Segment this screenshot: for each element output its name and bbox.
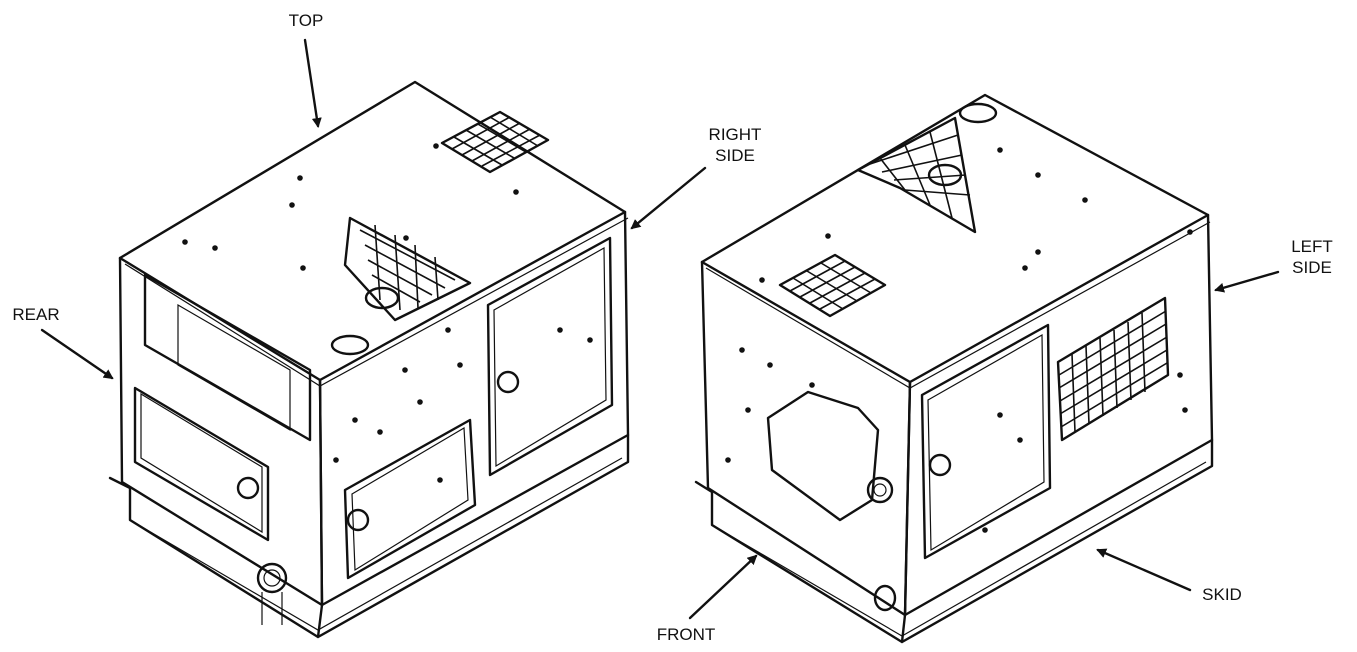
front-port	[866, 476, 894, 504]
top-cap-right	[958, 102, 998, 124]
arrow-skid	[1096, 548, 1192, 592]
exhaust-outlet	[256, 562, 288, 594]
control-recess	[143, 273, 312, 442]
callout-arrows	[40, 38, 1280, 620]
arrow-rear	[40, 328, 114, 380]
label-top: TOP	[283, 10, 329, 31]
arrow-right-side	[630, 166, 707, 230]
arrow-left-side	[1214, 270, 1280, 293]
rivets-right	[725, 147, 1193, 533]
right-side-door-2	[343, 418, 477, 580]
top-grille-right-b	[856, 116, 977, 234]
right-side-face	[318, 210, 630, 607]
label-skid-text: SKID	[1202, 585, 1242, 604]
top-cap-left	[330, 334, 370, 356]
rear-face	[118, 256, 324, 607]
arrow-top	[303, 38, 322, 128]
left-side-door	[920, 323, 1052, 560]
top-grille-left-a	[440, 110, 550, 174]
front-cover-plate	[766, 390, 880, 522]
top-grille-left-b	[343, 216, 472, 322]
label-front: FRONT	[646, 624, 726, 645]
enclosure-front-left-view	[694, 93, 1214, 644]
rivets-left	[182, 143, 593, 483]
label-rear-text: REAR	[12, 305, 60, 324]
rear-access-door	[133, 386, 270, 542]
label-top-text: TOP	[288, 11, 324, 30]
skid-base-left	[108, 433, 630, 639]
label-right-side-line2: SIDE	[715, 146, 755, 165]
front-face	[700, 260, 912, 617]
label-left-side: LEFT SIDE	[1282, 236, 1342, 278]
label-right-side: RIGHT SIDE	[690, 124, 780, 166]
right-side-door-1	[486, 236, 614, 477]
left-side-face	[903, 213, 1214, 617]
label-left-side-line1: LEFT	[1291, 237, 1333, 256]
label-rear: REAR	[6, 304, 66, 325]
top-grille-right-a	[778, 253, 887, 318]
label-front-text: FRONT	[656, 625, 716, 644]
label-right-side-line1: RIGHT	[708, 125, 762, 144]
label-skid: SKID	[1192, 584, 1252, 605]
side-grille	[1056, 296, 1170, 442]
label-left-side-line2: SIDE	[1292, 258, 1332, 277]
enclosure-rear-right-view	[108, 80, 630, 639]
arrow-front	[688, 554, 758, 620]
